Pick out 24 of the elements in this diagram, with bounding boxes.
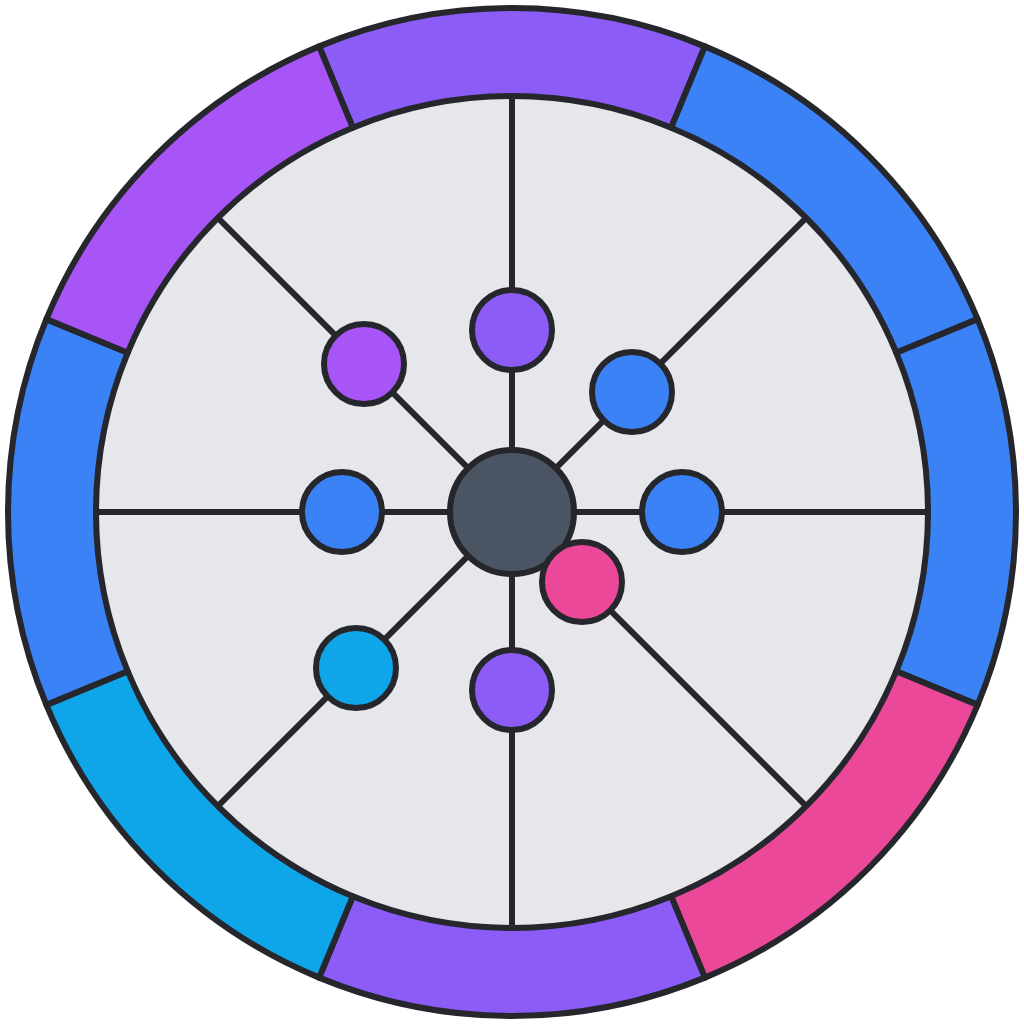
connector-line <box>722 509 928 515</box>
ring-segment <box>893 316 1019 708</box>
ring-segment <box>316 5 708 131</box>
connector-line <box>215 215 338 338</box>
connector-line <box>574 509 642 515</box>
hub-circle <box>447 447 577 577</box>
connector-line <box>553 418 606 471</box>
ring-segment <box>43 668 356 981</box>
ring-segment <box>43 43 356 356</box>
ring-segment <box>5 316 131 708</box>
connector-line <box>96 509 302 515</box>
connector-line <box>608 608 809 809</box>
ring-segment <box>668 668 981 981</box>
connector-line <box>382 509 450 515</box>
connector-line <box>509 574 515 650</box>
connector-line <box>215 694 330 809</box>
connector-line <box>658 215 809 366</box>
connector-line <box>390 390 471 471</box>
connector-line <box>509 370 515 450</box>
ring-segment <box>668 43 981 356</box>
connector-line <box>382 553 471 642</box>
ring-segment <box>316 893 708 1019</box>
connector-line <box>509 730 515 928</box>
connector-line <box>509 96 515 290</box>
